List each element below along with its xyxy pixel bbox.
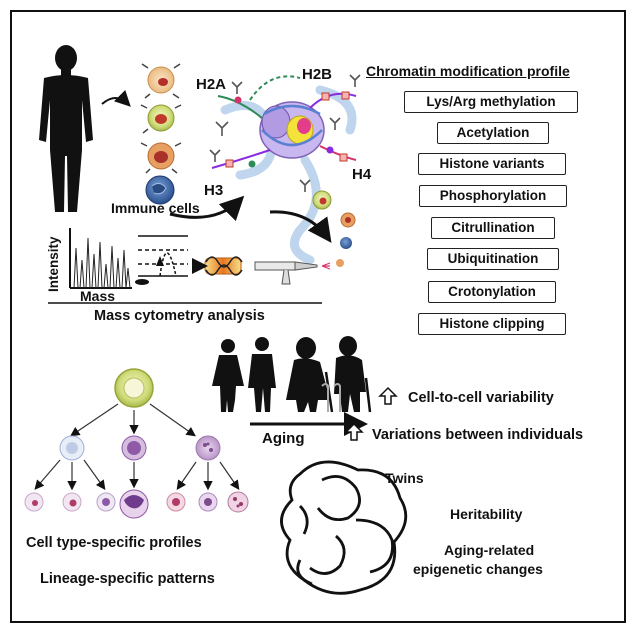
modification-box: Phosphorylation (419, 185, 567, 207)
nebulizer-icon (254, 261, 331, 285)
cell-type-profiles-label: Cell type-specific profiles (26, 535, 202, 551)
modification-box: Histone variants (418, 153, 566, 175)
modification-box: Crotonylation (428, 281, 556, 303)
mature-cell-icon (227, 491, 249, 513)
mass-cytometry-label: Mass cytometry analysis (94, 308, 265, 324)
modification-box: Ubiquitination (427, 248, 559, 270)
young-couple-icon (212, 337, 276, 412)
immune-cell-icon (140, 104, 182, 134)
aging-label: Aging (262, 430, 305, 447)
labeled-cell-icon (336, 259, 344, 267)
mature-cell-icon (166, 492, 186, 512)
immune-cell-icon (141, 63, 181, 99)
stem-cell-icon (114, 368, 154, 408)
mature-cell-icon (62, 492, 82, 512)
mass-spectrum-plot (69, 228, 132, 289)
histone-label-h2a: H2A (196, 76, 227, 93)
immune-cell-icon (140, 142, 182, 174)
labeled-cell-icon (340, 237, 352, 249)
elderly-couple-icon (286, 336, 372, 413)
twins-label: Twins (385, 470, 424, 486)
lineage-patterns-label: Lineage-specific patterns (40, 571, 215, 587)
progenitor-cell-icon (59, 435, 85, 461)
immune-cell-icon (145, 175, 175, 205)
mature-cell-icon (24, 492, 44, 512)
modification-box: Citrullination (431, 217, 555, 239)
figure-frame (10, 10, 626, 623)
time-of-flight-diagram (135, 235, 188, 285)
curved-arrow-to-cells (101, 89, 131, 107)
x-axis-label: Mass (80, 288, 116, 304)
mature-cell-icon (96, 492, 116, 512)
heritability-label: Heritability (450, 506, 523, 522)
human-silhouette-icon (39, 45, 93, 212)
up-arrow-icon (378, 386, 398, 405)
histone-tails (211, 75, 357, 169)
epigenetic-changes-label: epigenetic changes (413, 561, 543, 577)
up-arrow-icon (344, 422, 364, 441)
modification-box: Lys/Arg methylation (404, 91, 578, 113)
nucleosome-icon (259, 101, 325, 159)
individual-variation-label: Variations between individuals (372, 427, 584, 443)
twins-fetus-icon (280, 460, 408, 595)
y-axis-label: Intensity (46, 236, 61, 292)
labeled-cell-icon (312, 190, 332, 210)
curved-arrow-to-chromatin (169, 195, 245, 222)
cell-variability-label: Cell-to-cell variability (408, 390, 554, 406)
histone-mark-icons (225, 91, 350, 168)
aging-related-label: Aging-related (444, 542, 535, 558)
mature-cell-icon (119, 489, 149, 519)
chromatin-profile-title: Chromatin modification profile (366, 63, 570, 79)
laser-ionization-icon (192, 256, 243, 276)
lineage-arrows (34, 403, 240, 491)
labeled-cell-icon (340, 212, 356, 228)
progenitor-cell-icon (121, 435, 147, 461)
progenitor-cell-icon (195, 435, 221, 461)
immune-cells-label: Immune cells (111, 200, 200, 216)
modification-box: Acetylation (437, 122, 549, 144)
histone-label-h3: H3 (204, 182, 224, 199)
modification-box: Histone clipping (418, 313, 566, 335)
histone-label-h4: H4 (352, 166, 372, 183)
mature-cell-icon (198, 492, 218, 512)
curved-arrow-to-cytometer (269, 210, 332, 243)
antibody-icons (209, 74, 361, 192)
histone-label-h2b: H2B (302, 66, 333, 83)
walking-cane-icon (321, 383, 341, 412)
